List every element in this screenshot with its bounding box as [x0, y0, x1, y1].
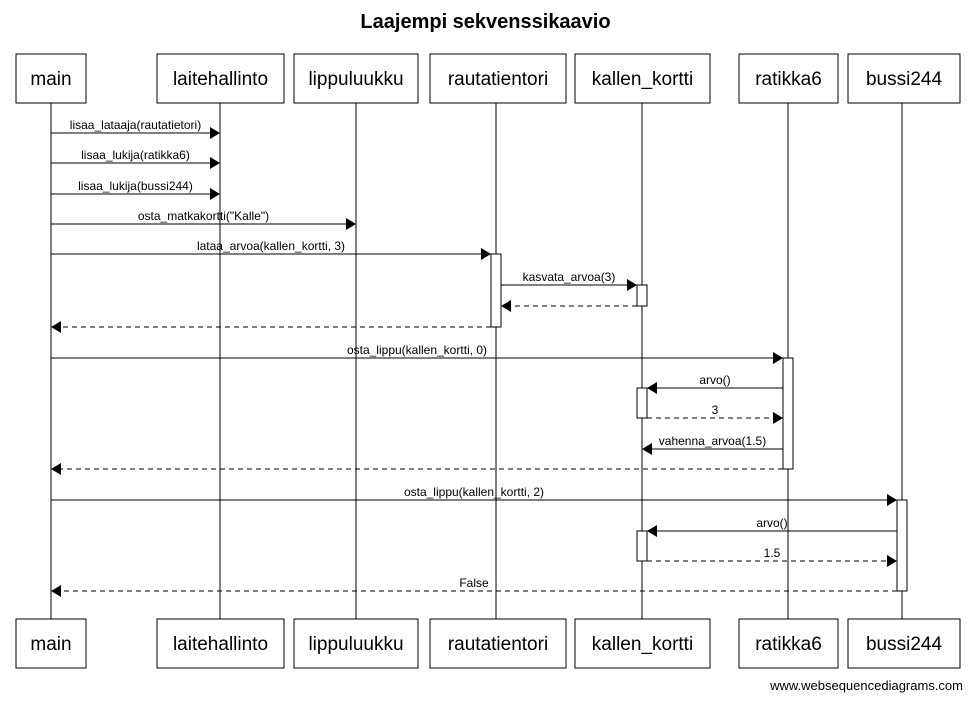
- arrow-head: [642, 443, 652, 455]
- participant-label: ratikka6: [755, 69, 822, 90]
- message-label: lisaa_lukija(ratikka6): [81, 148, 190, 162]
- participant-rautatientori-top: rautatientori: [429, 53, 567, 104]
- message-12: [51, 463, 783, 475]
- message-10: 3: [647, 403, 783, 424]
- arrow-head: [51, 463, 61, 475]
- arrow-head: [210, 188, 220, 200]
- message-7: [51, 321, 491, 333]
- arrow-head: [887, 494, 897, 506]
- message-14: arvo(): [647, 516, 897, 537]
- arrow-head: [210, 127, 220, 139]
- participant-box: [738, 53, 839, 104]
- message-8: osta_lippu(kallen_kortti, 0): [51, 343, 783, 364]
- activation-bussi244: [896, 499, 908, 592]
- participant-box: [293, 53, 419, 104]
- participant-lippuluukku-top: lippuluukku: [293, 53, 419, 104]
- participant-bussi244-bottom: bussi244: [847, 618, 961, 669]
- message-label: osta_lippu(kallen_kortti, 0): [347, 343, 487, 357]
- message-2: lisaa_lukija(bussi244): [51, 179, 220, 200]
- participant-box: [574, 53, 711, 104]
- participant-box: [15, 53, 87, 104]
- participant-label: lippuluukku: [308, 69, 403, 90]
- arrow-head: [647, 525, 657, 537]
- arrow-head: [773, 352, 783, 364]
- activation-kallen_kortti: [636, 387, 648, 419]
- activation-kallen_kortti: [636, 284, 648, 307]
- arrow-head: [210, 157, 220, 169]
- arrow-head: [647, 382, 657, 394]
- participant-label: bussi244: [866, 69, 942, 90]
- arrow-head: [51, 321, 61, 333]
- participant-label: main: [30, 69, 71, 90]
- message-15: 1.5: [647, 546, 897, 567]
- arrow-head: [51, 585, 61, 597]
- activation-rautatientori: [490, 253, 502, 328]
- arrow-head: [346, 218, 356, 230]
- message-label: lataa_arvoa(kallen_kortti, 3): [197, 239, 345, 253]
- participant-box: [574, 618, 711, 669]
- participant-box: [847, 618, 961, 669]
- participant-box: [429, 53, 567, 104]
- participant-label: bussi244: [866, 634, 942, 655]
- activation-kallen_kortti: [636, 530, 648, 562]
- message-5: kasvata_arvoa(3): [501, 270, 637, 291]
- participant-kallen_kortti-top: kallen_kortti: [574, 53, 711, 104]
- arrow-head: [773, 412, 783, 424]
- message-0: lisaa_lataaja(rautatietori): [51, 118, 220, 139]
- participant-kallen_kortti-bottom: kallen_kortti: [574, 618, 711, 669]
- participant-laitehallinto-bottom: laitehallinto: [156, 618, 285, 669]
- message-label: vahenna_arvoa(1.5): [659, 434, 766, 448]
- participant-label: lippuluukku: [308, 634, 403, 655]
- participant-box: [429, 618, 567, 669]
- message-label: kasvata_arvoa(3): [523, 270, 616, 284]
- participant-main-top: main: [15, 53, 87, 104]
- arrow-head: [481, 248, 491, 260]
- participant-box: [847, 53, 961, 104]
- footer-credit: www.websequencediagrams.com: [770, 678, 963, 693]
- message-label: arvo(): [756, 516, 787, 530]
- participant-label: laitehallinto: [173, 69, 268, 90]
- participant-rautatientori-bottom: rautatientori: [429, 618, 567, 669]
- participant-box: [156, 53, 285, 104]
- message-13: osta_lippu(kallen_kortti, 2): [51, 485, 897, 506]
- message-label: lisaa_lataaja(rautatietori): [70, 118, 201, 132]
- message-9: arvo(): [647, 373, 783, 394]
- activation-ratikka6: [782, 357, 794, 470]
- participant-ratikka6-bottom: ratikka6: [738, 618, 839, 669]
- participant-box: [293, 618, 419, 669]
- arrow-head: [887, 555, 897, 567]
- participant-label: laitehallinto: [173, 634, 268, 655]
- participant-label: rautatientori: [448, 634, 548, 655]
- message-label: arvo(): [699, 373, 730, 387]
- participant-label: kallen_kortti: [592, 634, 693, 655]
- participant-bussi244-top: bussi244: [847, 53, 961, 104]
- message-1: lisaa_lukija(ratikka6): [51, 148, 220, 169]
- message-6: [501, 300, 637, 312]
- message-label: osta_lippu(kallen_kortti, 2): [404, 485, 544, 499]
- participant-box: [738, 618, 839, 669]
- arrow-head: [627, 279, 637, 291]
- diagram-title: Laajempi sekvenssikaavio: [360, 11, 611, 33]
- participant-label: kallen_kortti: [592, 69, 693, 90]
- message-4: lataa_arvoa(kallen_kortti, 3): [51, 239, 491, 260]
- message-label: osta_matkakortti("Kalle"): [138, 209, 269, 223]
- message-label: False: [459, 576, 489, 590]
- message-label: 1.5: [764, 546, 781, 560]
- arrow-head: [501, 300, 511, 312]
- participant-box: [15, 618, 87, 669]
- participant-laitehallinto-top: laitehallinto: [156, 53, 285, 104]
- participant-label: ratikka6: [755, 634, 822, 655]
- participant-ratikka6-top: ratikka6: [738, 53, 839, 104]
- participant-lippuluukku-bottom: lippuluukku: [293, 618, 419, 669]
- participant-label: main: [30, 634, 71, 655]
- message-11: vahenna_arvoa(1.5): [642, 434, 783, 455]
- message-label: 3: [712, 403, 719, 417]
- message-16: False: [51, 576, 897, 597]
- participant-main-bottom: main: [15, 618, 87, 669]
- message-3: osta_matkakortti("Kalle"): [51, 209, 356, 230]
- participant-box: [156, 618, 285, 669]
- message-label: lisaa_lukija(bussi244): [78, 179, 193, 193]
- participant-label: rautatientori: [448, 69, 548, 90]
